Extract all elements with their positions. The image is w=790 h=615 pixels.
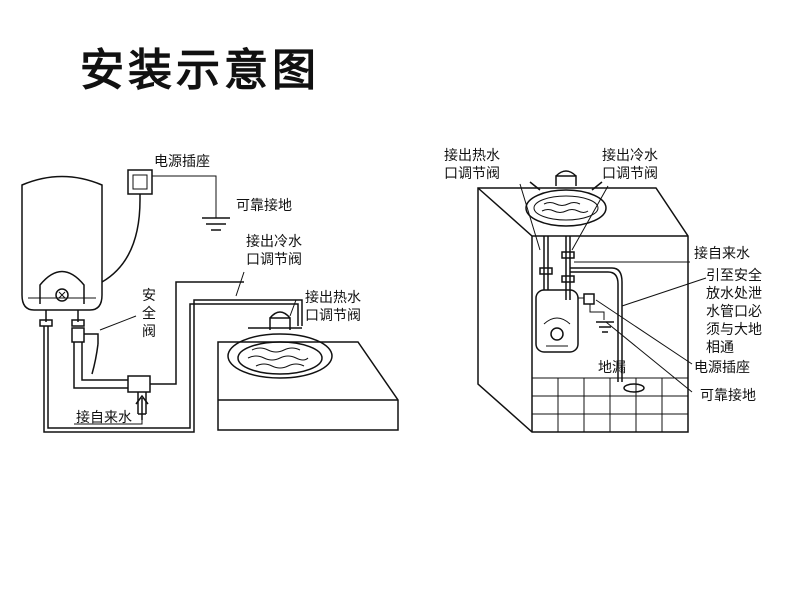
left-label-water-inlet: 接自来水 (76, 409, 132, 426)
floor-drain-icon (623, 383, 645, 393)
left-label-hot-valve-2: 口调节阀 (305, 308, 361, 324)
hot-water-pipe (43, 299, 303, 433)
right-label-floor-drain: 地漏 (598, 360, 626, 376)
right-label-hot-valve-2: 口调节阀 (444, 166, 500, 182)
ground-symbol-icon (202, 217, 230, 231)
safety-valve-icon (71, 327, 85, 343)
water-heater-tank (21, 175, 103, 311)
left-diagram (21, 169, 399, 433)
left-label-safety-valve-2: 全 (142, 305, 156, 322)
right-label-water-inlet: 接自来水 (694, 245, 750, 262)
tiled-floor (532, 377, 688, 432)
water-inlet-arrow (135, 394, 149, 420)
under-sink-heater (535, 289, 579, 353)
right-label-cold-valve-1: 接出冷水 (602, 147, 658, 164)
right-label-power-socket: 电源插座 (694, 360, 750, 376)
inlet-tee-icon (127, 375, 151, 393)
right-hot-pipe (543, 236, 549, 290)
left-label-cold-valve-1: 接出冷水 (246, 233, 302, 250)
right-diagram (477, 170, 707, 433)
right-label-drain-note-4: 须与大地 (706, 322, 762, 338)
right-faucet (555, 170, 577, 186)
left-label-safety-valve-3: 阀 (142, 324, 156, 340)
right-label-ground: 可靠接地 (700, 387, 756, 404)
wash-basin (227, 333, 333, 379)
page-title: 安装示意图 (80, 45, 320, 96)
right-power-socket-icon (583, 293, 595, 305)
power-socket-icon (127, 169, 153, 195)
right-label-drain-note-5: 相通 (706, 340, 734, 356)
faucet (269, 311, 291, 330)
countertop (217, 341, 399, 431)
right-wash-basin (525, 189, 607, 227)
right-label-drain-note-1: 引至安全 (706, 267, 762, 284)
control-panel (39, 270, 85, 304)
right-label-cold-valve-2: 口调节阀 (602, 166, 658, 182)
power-cord (101, 194, 141, 283)
right-ground-symbol-icon (596, 321, 614, 333)
temperature-knob-icon (55, 288, 69, 302)
right-label-drain-note-3: 水管口必 (706, 304, 762, 320)
left-label-ground: 可靠接地 (236, 197, 292, 214)
left-label-safety-valve-1: 安 (142, 288, 156, 304)
sink-cabinet (477, 187, 689, 433)
right-label-hot-valve-1: 接出热水 (444, 147, 500, 164)
right-label-drain-note-2: 放水处泄 (706, 286, 762, 302)
right-heater-knob-icon (550, 327, 564, 341)
left-label-cold-valve-2: 口调节阀 (246, 252, 302, 268)
left-label-power-socket: 电源插座 (154, 154, 210, 170)
left-label-hot-valve-1: 接出热水 (305, 289, 361, 306)
